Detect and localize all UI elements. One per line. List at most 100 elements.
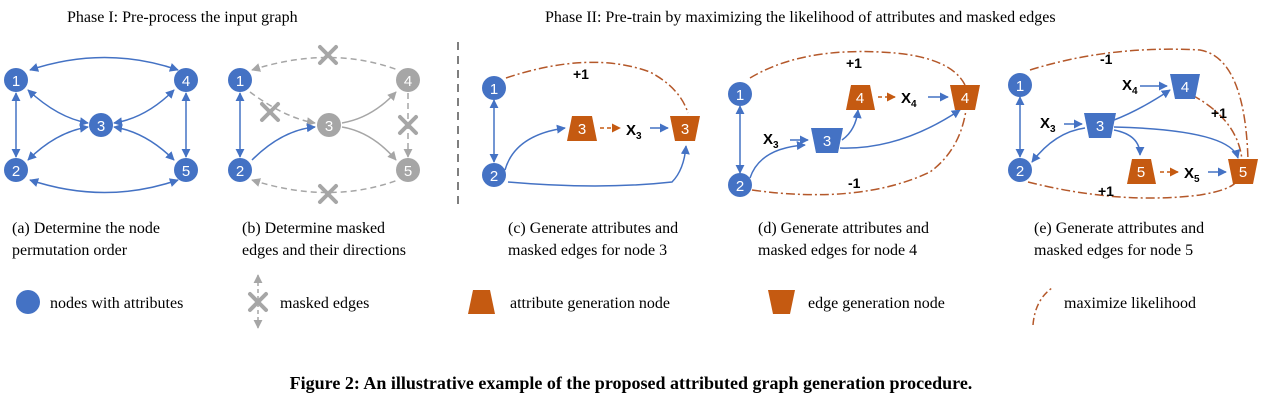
svg-text:3: 3: [97, 118, 105, 135]
panel-b: 1 2 3 4 5 (b) Determine masked edges and…: [228, 45, 420, 259]
legend-node-icon: [16, 290, 40, 314]
edge-3-4: [113, 89, 175, 127]
caption-a-line2: permutation order: [12, 242, 128, 259]
node-1: 1: [482, 76, 506, 100]
masked-edge-2-5: [251, 178, 399, 194]
edge-2-edge3: [507, 145, 690, 187]
edge-3-attr5: [1113, 129, 1145, 156]
edge-2-3: [27, 123, 89, 161]
edge-2-node3: [1031, 127, 1086, 163]
edge-gen-node-3: 3: [1084, 113, 1116, 138]
svg-text:4: 4: [182, 73, 190, 90]
panel-e: -1 +1 +1 1 2 X4 X3 4 3 5 X5 5 (e) Genera…: [1008, 48, 1258, 259]
cross-icon: [260, 102, 280, 122]
node-2: 2: [482, 163, 506, 187]
node-2: 2: [728, 173, 752, 197]
cross-icon: [318, 45, 338, 65]
likelihood-curve: [505, 61, 689, 114]
edge-gen-node-5: 5: [1228, 159, 1258, 184]
cross-icon: [318, 184, 338, 204]
svg-text:2: 2: [12, 163, 20, 180]
svg-text:2: 2: [236, 163, 244, 180]
svg-text:1: 1: [1016, 78, 1024, 95]
masked-edge-1-3: [249, 91, 316, 127]
legend-attr-gen-label: attribute generation node: [510, 295, 670, 312]
legend-likelihood-label: maximize likelihood: [1064, 295, 1196, 312]
label-plus1-bottom: +1: [1098, 183, 1114, 199]
svg-text:3: 3: [681, 121, 689, 138]
svg-text:3: 3: [1096, 118, 1104, 135]
svg-text:4: 4: [856, 90, 864, 107]
legend-edge-gen-icon: [768, 290, 795, 314]
panel-d: +1 -1 1 2 X3 3 4 X4 4 (d) Generate attri…: [728, 50, 980, 259]
input-x3: X3: [763, 131, 779, 151]
node-1: 1: [1008, 73, 1032, 97]
likelihood-curve-bottom: [751, 109, 967, 196]
caption-d-line2: masked edges for node 4: [758, 242, 917, 259]
edge-3-node4: [1113, 89, 1171, 121]
edge-3-edge4: [839, 109, 961, 149]
label-plus1-right: +1: [1211, 105, 1227, 121]
label-minus1: -1: [848, 175, 861, 191]
caption-e-line1: (e) Generate attributes and: [1034, 220, 1204, 237]
edge-gen-node-4: 4: [950, 85, 980, 110]
node-3: 3: [317, 113, 341, 137]
node-2: 2: [228, 158, 252, 182]
edge-3-edge5: [1113, 126, 1241, 159]
node-1: 1: [4, 68, 28, 92]
svg-text:5: 5: [404, 163, 412, 180]
svg-text:3: 3: [578, 121, 586, 138]
edge-1-3: [27, 89, 89, 127]
legend-nodes-label: nodes with attributes: [50, 295, 183, 312]
caption-d-line1: (d) Generate attributes and: [758, 220, 929, 237]
edge-gen-node-3: 3: [811, 128, 843, 153]
caption-e-line2: masked edges for node 5: [1034, 242, 1193, 259]
attr-x4: X4: [901, 90, 917, 110]
panel-a: 1 2 3 4 5 (a) Determine the node permuta…: [4, 56, 198, 259]
svg-text:1: 1: [736, 87, 744, 104]
input-x4: X4: [1122, 77, 1138, 97]
svg-text:3: 3: [823, 133, 831, 150]
edge-1-4: [29, 56, 179, 72]
edge-3-attr4: [841, 109, 862, 141]
label-plus1: +1: [846, 55, 862, 71]
edge-3-4: [341, 91, 397, 124]
edge-2-node3: [749, 141, 806, 179]
edge-3-5: [341, 126, 397, 161]
svg-text:5: 5: [182, 163, 190, 180]
node-1: 1: [728, 82, 752, 106]
edge-2-attr3: [504, 124, 566, 171]
svg-text:2: 2: [1016, 163, 1024, 180]
likelihood-curve-top: [749, 50, 966, 86]
svg-text:1: 1: [236, 73, 244, 90]
attr-x3: X3: [626, 122, 642, 142]
masked-edge-1-4: [251, 56, 399, 72]
label-minus1: -1: [1100, 51, 1113, 67]
svg-text:4: 4: [961, 90, 969, 107]
svg-text:1: 1: [12, 73, 20, 90]
likelihood-curve-top: [1029, 48, 1249, 161]
cross-icon: [398, 115, 418, 135]
phase1-title: Phase I: Pre-process the input graph: [67, 9, 298, 26]
caption-c-line2: masked edges for node 3: [508, 242, 667, 259]
legend-masked-label: masked edges: [280, 295, 369, 312]
node-2: 2: [4, 158, 28, 182]
svg-text:4: 4: [1181, 79, 1189, 96]
node-2: 2: [1008, 158, 1032, 182]
attr-gen-node-3: 3: [567, 116, 597, 141]
caption-b-line1: (b) Determine masked: [242, 220, 385, 237]
edge-gen-node-4: 4: [1170, 74, 1200, 99]
legend-edge-gen-label: edge generation node: [808, 295, 945, 312]
svg-text:2: 2: [736, 178, 744, 195]
edge-2-5: [29, 178, 179, 194]
edge-3-5: [113, 123, 175, 161]
legend-attr-gen-icon: [468, 290, 495, 314]
svg-text:5: 5: [1137, 164, 1145, 181]
legend-likelihood-icon: [1032, 287, 1053, 326]
phase2-title: Phase II: Pre-train by maximizing the li…: [545, 9, 1056, 26]
svg-text:3: 3: [325, 118, 333, 135]
node-4: 4: [174, 68, 198, 92]
likelihood-curve-bottom: [1027, 181, 1237, 199]
figure-caption: Figure 2: An illustrative example of the…: [290, 373, 973, 393]
attr-gen-node-5: 5: [1127, 159, 1156, 184]
